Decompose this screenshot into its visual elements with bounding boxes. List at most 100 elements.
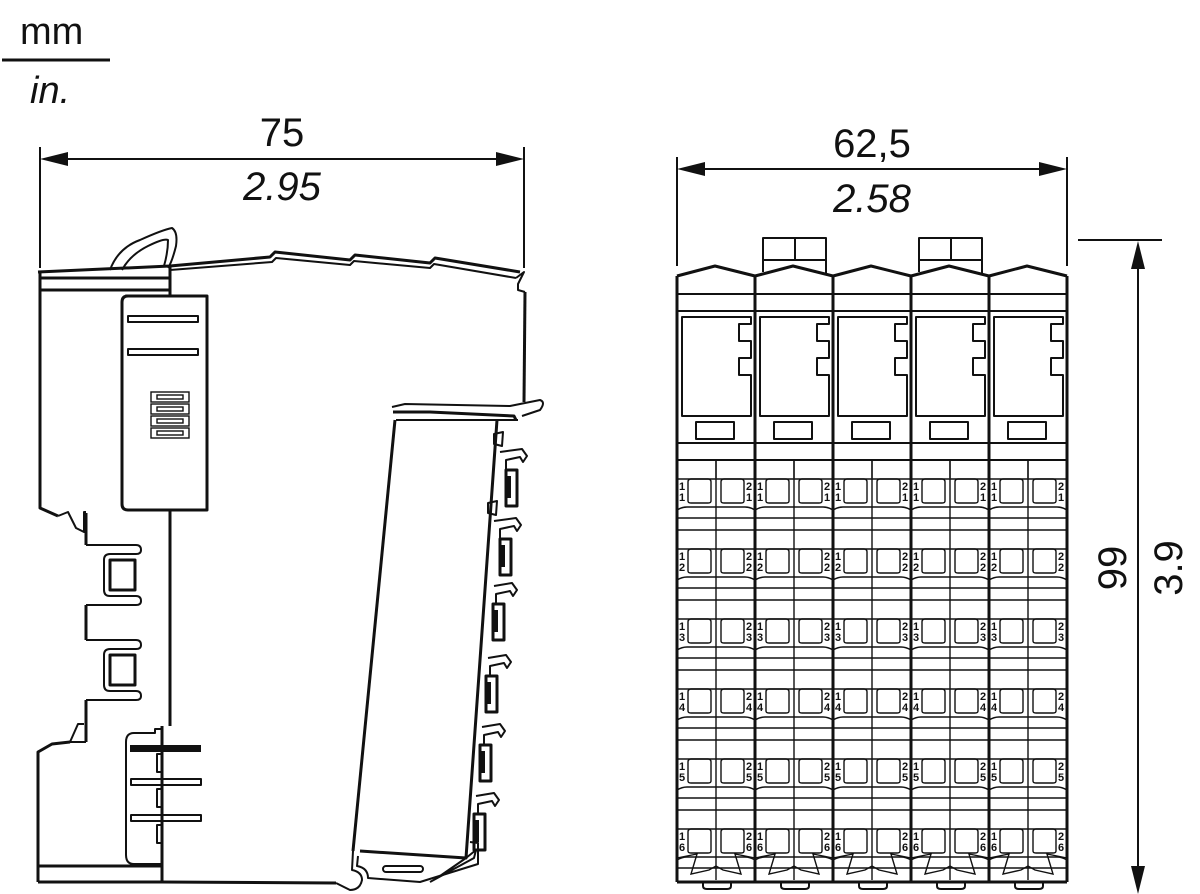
unit-legend: mm in.: [2, 11, 110, 112]
terminal-label: 3: [980, 632, 986, 644]
terminal-label: 4: [835, 702, 842, 714]
terminal-label: 4: [991, 702, 998, 714]
terminal-label: 6: [746, 842, 752, 854]
terminal-label: 1: [757, 492, 763, 504]
terminal-label: 2: [746, 761, 752, 773]
terminal-label: 2: [1058, 481, 1064, 493]
bus-connector-icon: [108, 558, 137, 592]
terminal-label: 1: [991, 621, 997, 633]
terminal-label: 1: [746, 492, 752, 504]
terminal-label: 1: [835, 691, 841, 703]
terminal-label: 1: [757, 551, 763, 563]
terminal-label: 2: [746, 621, 752, 633]
terminal-label: 5: [991, 772, 997, 784]
spring-clamp-icons: [472, 431, 528, 852]
module-1: [675, 264, 756, 890]
terminal-label: 2: [980, 481, 986, 493]
terminal-label: 3: [757, 632, 763, 644]
side-width-in: 2.95: [242, 165, 322, 209]
terminal-label: 5: [1058, 772, 1064, 784]
terminal-label: 2: [1058, 551, 1064, 563]
terminal-label: 2: [835, 562, 841, 574]
terminal-label: 4: [757, 702, 764, 714]
terminal-label: 6: [757, 842, 763, 854]
terminal-label: 2: [913, 562, 919, 574]
terminal-label: 1: [757, 621, 763, 633]
terminal-label: 1: [991, 831, 997, 843]
terminal-label: 2: [679, 562, 685, 574]
terminal-label: 1: [757, 481, 763, 493]
terminal-label: 2: [746, 831, 752, 843]
terminal-label: 1: [835, 621, 841, 633]
terminal-label: 6: [991, 842, 997, 854]
terminal-label: 4: [824, 702, 831, 714]
terminal-label: 2: [824, 551, 830, 563]
terminal-label: 1: [835, 761, 841, 773]
terminal-label: 3: [746, 632, 752, 644]
terminal-label: 5: [824, 772, 830, 784]
terminal-label: 4: [902, 702, 909, 714]
terminal-label: 5: [980, 772, 986, 784]
terminal-label: 5: [679, 772, 685, 784]
front-height-in: 3.9: [1147, 540, 1191, 596]
terminal-label: 3: [1058, 632, 1064, 644]
module-3: [831, 264, 912, 890]
terminal-label: 1: [679, 831, 685, 843]
front-width-mm: 62,5: [833, 122, 911, 166]
terminal-label: 3: [679, 632, 685, 644]
terminal-label: 2: [746, 691, 752, 703]
terminal-label: 1: [913, 481, 919, 493]
module-2: [753, 264, 834, 890]
terminal-label: 2: [746, 481, 752, 493]
front-height-dimension: 99 3.9: [1078, 239, 1191, 894]
terminal-label: 2: [1058, 691, 1064, 703]
terminal-label: 3: [824, 632, 830, 644]
latch-lever-icon: [109, 227, 178, 271]
terminal-label: 3: [913, 632, 919, 644]
module-5: [987, 264, 1069, 890]
terminal-label: 3: [902, 632, 908, 644]
terminal-label: 2: [902, 761, 908, 773]
terminal-label: 2: [902, 551, 908, 563]
arrow-up-icon: [1131, 241, 1145, 269]
terminal-label: 4: [913, 702, 920, 714]
terminal-label: 1: [991, 761, 997, 773]
front-view-modules: 1121122213231424152516261121122213231424…: [675, 237, 1069, 890]
terminal-label: 2: [980, 831, 986, 843]
terminal-label: 4: [679, 702, 686, 714]
terminal-label: 1: [757, 831, 763, 843]
terminal-label: 2: [824, 761, 830, 773]
unit-secondary: in.: [30, 70, 70, 112]
terminal-label: 1: [835, 551, 841, 563]
unit-primary: mm: [20, 11, 83, 53]
terminal-label: 1: [679, 691, 685, 703]
terminal-label: 6: [679, 842, 685, 854]
terminal-label: 6: [835, 842, 841, 854]
terminal-label: 1: [835, 492, 841, 504]
terminal-label: 2: [1058, 761, 1064, 773]
terminal-label: 2: [902, 481, 908, 493]
bus-connector-icon: [108, 653, 137, 687]
terminal-label: 1: [679, 621, 685, 633]
terminal-label: 2: [1058, 621, 1064, 633]
module-4: [909, 264, 990, 890]
terminal-label: 1: [913, 621, 919, 633]
side-width-mm: 75: [260, 111, 305, 155]
terminal-label: 2: [746, 551, 752, 563]
terminal-label: 2: [1058, 831, 1064, 843]
terminal-label: 1: [991, 551, 997, 563]
terminal-label: 3: [835, 632, 841, 644]
terminal-label: 5: [757, 772, 763, 784]
terminal-label: 1: [679, 492, 685, 504]
terminal-label: 1: [902, 492, 908, 504]
module-latch-icon: [762, 237, 827, 274]
terminal-label: 2: [824, 691, 830, 703]
module-latch-icon: [918, 237, 983, 274]
terminal-label: 1: [913, 691, 919, 703]
terminal-label: 2: [824, 562, 830, 574]
terminal-label: 1: [991, 481, 997, 493]
terminal-label: 2: [757, 562, 763, 574]
terminal-label: 2: [902, 621, 908, 633]
terminal-label: 1: [679, 551, 685, 563]
power-contact-bar: [130, 745, 201, 752]
